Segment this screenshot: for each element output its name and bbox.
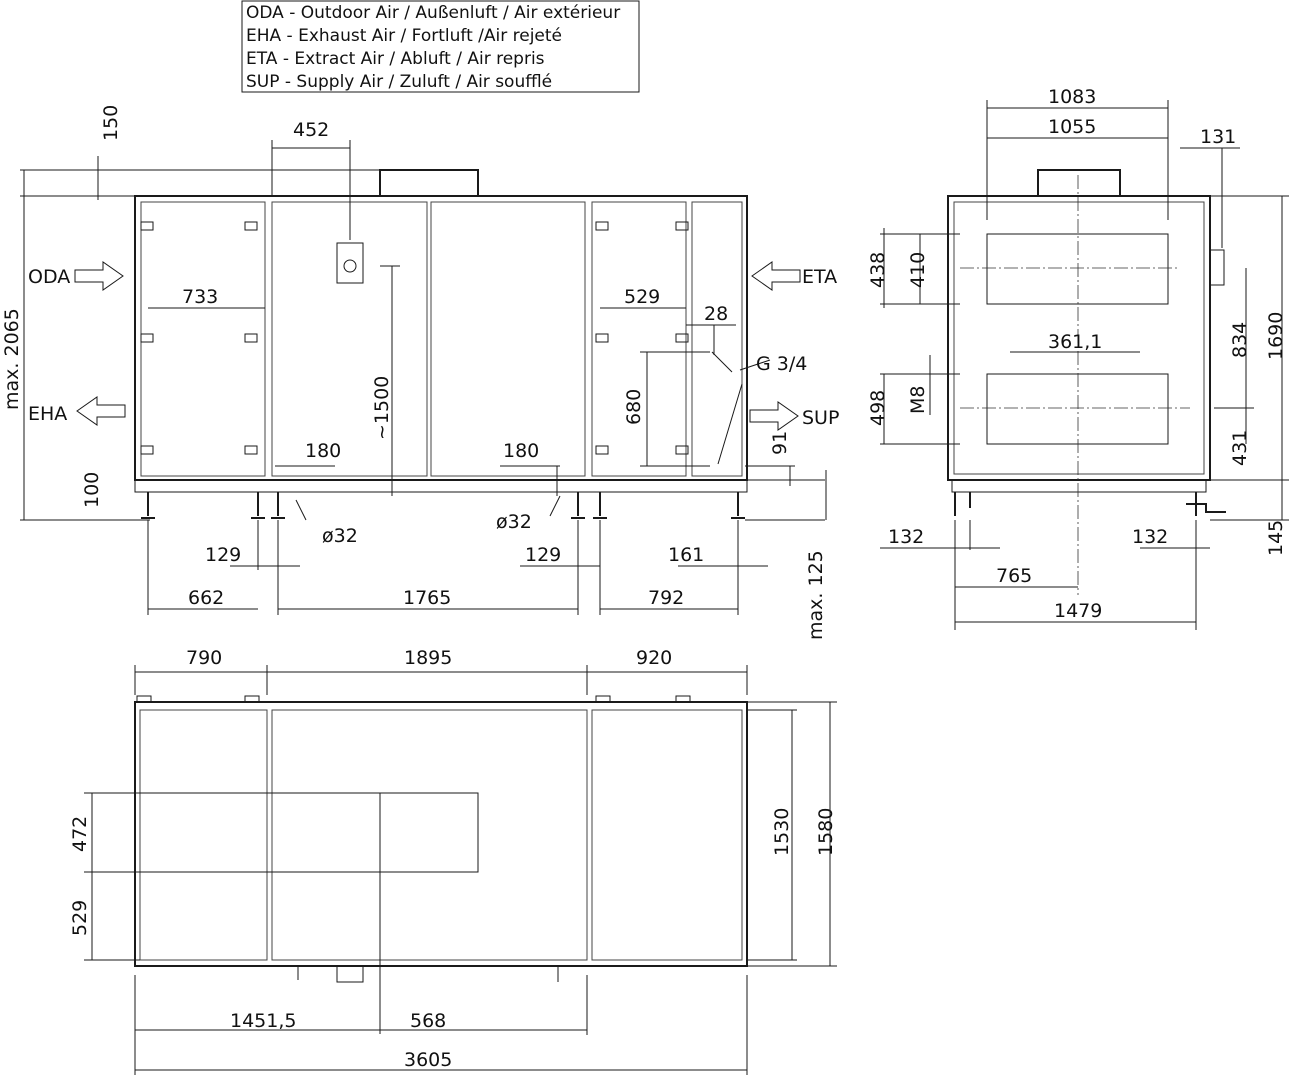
dim-145: 145 [1265,520,1287,556]
dim-3605: 3605 [404,1049,452,1071]
dim-max-2065: max. 2065 [1,308,23,410]
dim-dia32-right: ø32 [496,511,532,533]
dim-920: 920 [636,647,672,669]
legend-sup: SUP - Supply Air / Zuluft / Air soufflé [246,72,552,92]
dim-1765: 1765 [403,587,451,609]
dim-129-left: 129 [205,544,241,566]
label-oda: ODA [28,266,70,288]
dim-529: 529 [624,286,660,308]
dim-28: 28 [704,303,728,325]
top-view: 790 1895 920 472 529 1530 1580 1451,5 56… [69,647,837,1075]
dim-765: 765 [996,565,1032,587]
legend-eha: EHA - Exhaust Air / Fortluft /Air rejeté [246,26,562,46]
dim-1083: 1083 [1048,86,1096,108]
label-g34: G 3/4 [756,353,807,375]
dim-dia32-left: ø32 [322,525,358,547]
label-eha: EHA [28,403,67,425]
dim-180-left: 180 [305,440,341,462]
dim-792: 792 [648,587,684,609]
dim-1055: 1055 [1048,116,1096,138]
dim-150: 150 [100,105,122,141]
label-m8: M8 [907,386,929,414]
dim-max-125: max. 125 [805,550,827,640]
dim-131: 131 [1200,126,1236,148]
legend-eta: ETA - Extract Air / Abluft / Air repris [246,49,545,69]
side-view: 1083 1055 131 438 410 361,1 498 M8 834 1… [867,86,1289,630]
dim-1530: 1530 [771,808,793,856]
label-eta: ETA [802,266,837,288]
dim-834: 834 [1229,322,1251,358]
dim-1479: 1479 [1054,600,1102,622]
dim-132-left: 132 [888,526,924,548]
legend-oda: ODA - Outdoor Air / Außenluft / Air exté… [246,3,620,23]
dim-438: 438 [867,252,889,288]
dim-1451-5: 1451,5 [230,1010,296,1032]
label-sup: SUP [802,407,839,429]
dim-452: 452 [293,119,329,141]
dim-410: 410 [907,252,929,288]
dim-680: 680 [623,389,645,425]
dim-1690: 1690 [1265,312,1287,360]
dim-91: 91 [769,431,791,455]
dim-100: 100 [81,472,103,508]
dim-472: 472 [69,816,91,852]
legend: ODA - Outdoor Air / Außenluft / Air exté… [241,0,640,93]
dim-529: 529 [69,900,91,936]
dim-568: 568 [410,1010,446,1032]
dim-180-right: 180 [503,440,539,462]
dim-662: 662 [188,587,224,609]
dim-132-right: 132 [1132,526,1168,548]
dim-733: 733 [182,286,218,308]
dim-361-1: 361,1 [1048,331,1102,353]
dim-790: 790 [186,647,222,669]
dim-161: 161 [668,544,704,566]
dim-1500: ~1500 [371,376,393,440]
dim-1580: 1580 [815,808,837,856]
dim-431: 431 [1229,430,1251,466]
front-view: 150 452 max. 2065 ODA EHA ETA SUP 733 ~1… [1,105,839,640]
dim-498: 498 [867,390,889,426]
dim-1895: 1895 [404,647,452,669]
dim-129-right: 129 [525,544,561,566]
